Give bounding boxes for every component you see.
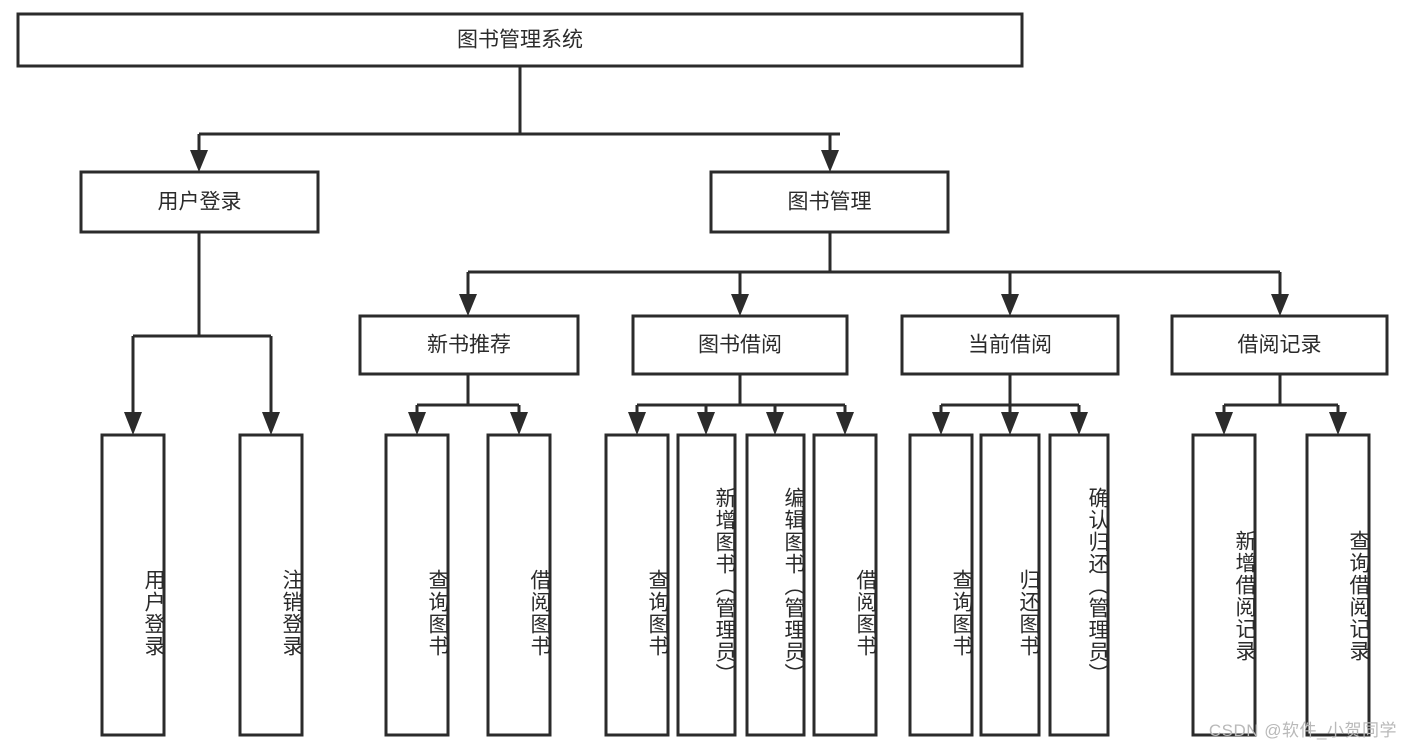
node-book-borrow-label: 图书借阅 bbox=[698, 334, 782, 357]
node-borrow-record[interactable]: 借阅记录 bbox=[1170, 314, 1389, 376]
connector-currentborrow-to-leaves bbox=[932, 374, 1088, 435]
node-current-borrow-label: 当前借阅 bbox=[968, 334, 1052, 357]
node-leaf-add-book-admin[interactable] bbox=[676, 433, 737, 737]
node-user-login-label: 用户登录 bbox=[158, 191, 242, 214]
node-leaf-borrow-book-rec[interactable] bbox=[486, 433, 552, 737]
node-leaf-borrow-book[interactable] bbox=[812, 433, 878, 737]
connector-borrowrecord-to-leaves bbox=[1215, 374, 1347, 435]
node-user-login[interactable]: 用户登录 bbox=[79, 170, 320, 234]
connector-root-to-level2 bbox=[190, 66, 840, 172]
node-leaf-edit-book-admin[interactable] bbox=[745, 433, 806, 737]
node-new-book-recommend-label: 新书推荐 bbox=[427, 334, 511, 357]
connector-bookborrow-to-leaves bbox=[628, 374, 854, 435]
connector-newbook-to-leaves bbox=[408, 374, 528, 435]
node-leaf-user-login[interactable] bbox=[100, 433, 166, 737]
node-leaf-query-book-borrow[interactable] bbox=[604, 433, 670, 737]
node-book-borrow[interactable]: 图书借阅 bbox=[631, 314, 849, 376]
node-root[interactable]: 图书管理系统 bbox=[16, 12, 1024, 68]
node-root-label: 图书管理系统 bbox=[457, 29, 583, 52]
node-current-borrow[interactable]: 当前借阅 bbox=[900, 314, 1120, 376]
node-leaf-query-book-rec[interactable] bbox=[384, 433, 450, 737]
node-leaf-query-book-current[interactable] bbox=[908, 433, 974, 737]
connector-userlogin-to-leaves bbox=[124, 232, 280, 435]
node-leaf-confirm-return-admin[interactable] bbox=[1048, 433, 1110, 737]
node-book-management-label: 图书管理 bbox=[788, 191, 872, 214]
node-leaf-logout-login[interactable] bbox=[238, 433, 304, 737]
node-leaf-return-book[interactable] bbox=[979, 433, 1041, 737]
node-leaf-add-borrow-record[interactable] bbox=[1191, 433, 1257, 737]
node-leaf-query-borrow-record[interactable] bbox=[1305, 433, 1371, 737]
node-book-management[interactable]: 图书管理 bbox=[709, 170, 950, 234]
node-borrow-record-label: 借阅记录 bbox=[1238, 334, 1322, 357]
node-new-book-recommend[interactable]: 新书推荐 bbox=[358, 314, 580, 376]
connector-bookmanagement-to-level3 bbox=[459, 232, 1289, 316]
csdn-watermark: CSDN @软件_小贺同学 bbox=[1208, 721, 1397, 740]
